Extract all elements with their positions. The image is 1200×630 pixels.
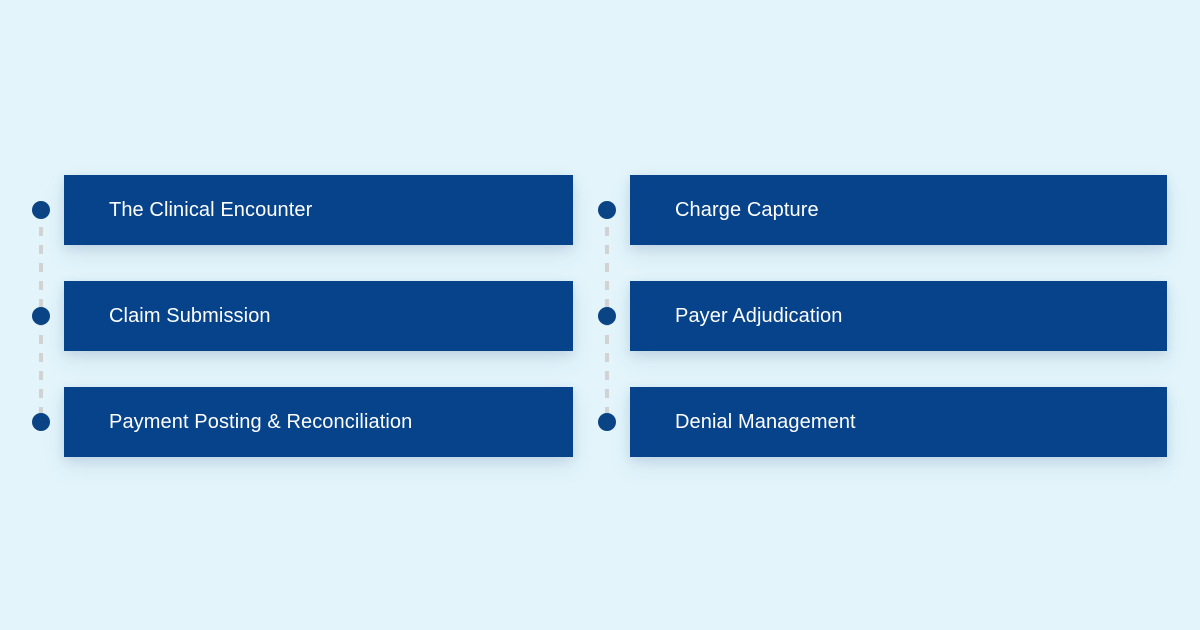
step-bar[interactable]: Charge Capture (630, 175, 1167, 245)
step-node-dot-icon (32, 413, 50, 431)
step-label: The Clinical Encounter (109, 198, 313, 221)
step-bar[interactable]: The Clinical Encounter (64, 175, 573, 245)
step-node-dot-icon (598, 307, 616, 325)
step-bar[interactable]: Payer Adjudication (630, 281, 1167, 351)
step-node-dot-icon (32, 307, 50, 325)
step-node-dot-icon (598, 201, 616, 219)
step-label: Payment Posting & Reconciliation (109, 410, 413, 433)
step-bar[interactable]: Claim Submission (64, 281, 573, 351)
step-label: Payer Adjudication (675, 304, 843, 327)
step-bar[interactable]: Payment Posting & Reconciliation (64, 387, 573, 457)
step-node-dot-icon (32, 201, 50, 219)
step-bar[interactable]: Denial Management (630, 387, 1167, 457)
step-label: Charge Capture (675, 198, 819, 221)
step-node-dot-icon (598, 413, 616, 431)
step-label: Claim Submission (109, 304, 271, 327)
step-label: Denial Management (675, 410, 856, 433)
